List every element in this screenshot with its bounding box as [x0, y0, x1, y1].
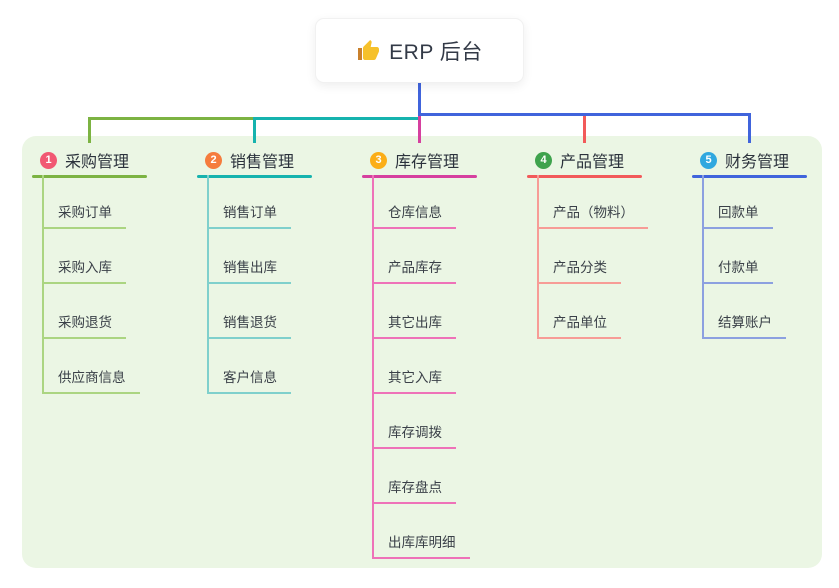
- branch-spine-line: [42, 175, 44, 394]
- thumbs-up-icon: [356, 39, 380, 63]
- child-node[interactable]: 客户信息: [207, 364, 291, 394]
- branch-label: 库存管理: [395, 154, 460, 171]
- connector-branch-5-drop: [748, 113, 751, 143]
- mindmap-background-panel: [22, 136, 822, 568]
- branch-label: 产品管理: [560, 154, 625, 171]
- child-node[interactable]: 付款单: [702, 254, 773, 284]
- connector-branch-4-drop: [583, 113, 586, 143]
- connector-branch-1-drop: [88, 117, 91, 143]
- branch-finance: 5 财务管理 回款单 付款单 结算账户: [692, 147, 839, 339]
- branch-label: 财务管理: [725, 154, 790, 171]
- child-node[interactable]: 采购退货: [42, 309, 126, 339]
- branch-number-badge: 5: [700, 151, 717, 169]
- branch-title-product[interactable]: 4 产品管理: [527, 147, 677, 173]
- branch-sales: 2 销售管理 销售订单 销售出库 销售退货 客户信息: [197, 147, 347, 394]
- branch-underline: [32, 175, 147, 178]
- branch-spine-line: [537, 175, 539, 339]
- child-node[interactable]: 仓库信息: [372, 199, 456, 229]
- child-node[interactable]: 其它出库: [372, 309, 456, 339]
- branch-number-badge: 2: [205, 151, 222, 169]
- branch-purchase: 1 采购管理 采购订单 采购入库 采购退货 供应商信息: [32, 147, 182, 394]
- branch-number-badge: 1: [40, 151, 57, 169]
- child-node[interactable]: 销售出库: [207, 254, 291, 284]
- branch-title-inventory[interactable]: 3 库存管理: [362, 147, 512, 173]
- branch-underline: [362, 175, 477, 178]
- branch-title-purchase[interactable]: 1 采购管理: [32, 147, 182, 173]
- child-node[interactable]: 销售订单: [207, 199, 291, 229]
- branch-underline: [692, 175, 807, 178]
- branch-label: 采购管理: [65, 154, 130, 171]
- child-node[interactable]: 采购订单: [42, 199, 126, 229]
- branch-product: 4 产品管理 产品（物料） 产品分类 产品单位: [527, 147, 677, 339]
- child-node[interactable]: 采购入库: [42, 254, 126, 284]
- root-node-label: ERP 后台: [389, 40, 483, 64]
- child-node[interactable]: 产品单位: [537, 309, 621, 339]
- branch-number-badge: 3: [370, 151, 387, 169]
- branch-label: 销售管理: [230, 154, 295, 171]
- child-node[interactable]: 产品（物料）: [537, 199, 648, 229]
- connector-branch-3-drop: [418, 116, 421, 143]
- branch-inventory: 3 库存管理 仓库信息 产品库存 其它出库 其它入库 库存调拨 库存盘点 出库库…: [362, 147, 512, 559]
- branch-title-sales[interactable]: 2 销售管理: [197, 147, 347, 173]
- branch-spine-line: [702, 175, 704, 339]
- root-node[interactable]: ERP 后台: [315, 18, 524, 83]
- child-node[interactable]: 产品分类: [537, 254, 621, 284]
- child-node[interactable]: 产品库存: [372, 254, 456, 284]
- trunk-line: [418, 83, 421, 116]
- branch-spine-line: [207, 175, 209, 394]
- child-node[interactable]: 出库库明细: [372, 529, 470, 559]
- branch-title-finance[interactable]: 5 财务管理: [692, 147, 839, 173]
- child-node[interactable]: 供应商信息: [42, 364, 140, 394]
- branch-underline: [527, 175, 642, 178]
- child-node[interactable]: 其它入库: [372, 364, 456, 394]
- connector-branch-2-horizontal: [253, 117, 421, 120]
- child-node[interactable]: 销售退货: [207, 309, 291, 339]
- child-node[interactable]: 回款单: [702, 199, 773, 229]
- child-node[interactable]: 结算账户: [702, 309, 786, 339]
- branch-number-badge: 4: [535, 151, 552, 169]
- branch-underline: [197, 175, 312, 178]
- connector-branch-2-drop: [253, 117, 256, 143]
- branch-spine-line: [372, 175, 374, 559]
- child-node[interactable]: 库存盘点: [372, 474, 456, 504]
- connector-branch-5-horizontal: [418, 113, 750, 116]
- child-node[interactable]: 库存调拨: [372, 419, 456, 449]
